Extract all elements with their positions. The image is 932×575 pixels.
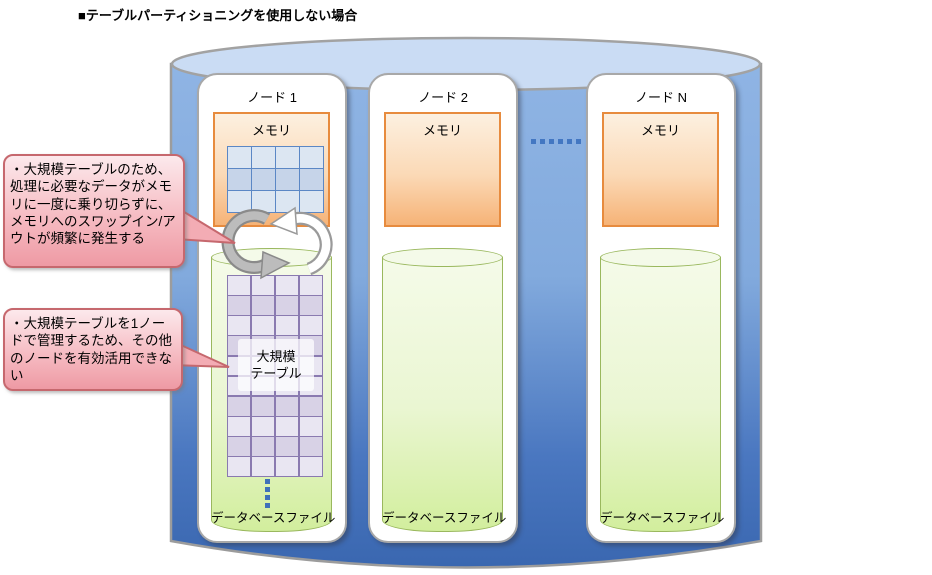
- cylinder-body: [600, 257, 721, 532]
- node-n: ノード N メモリ データベースファイル: [586, 73, 736, 543]
- node-n-database-cylinder: データベースファイル: [600, 248, 725, 532]
- vertical-ellipsis-icon: [265, 479, 270, 508]
- node-2-label: ノード 2: [418, 90, 468, 105]
- node-2-database-cylinder: データベースファイル: [382, 248, 507, 532]
- cylinder-body: [382, 257, 503, 532]
- memory-label: メモリ: [422, 123, 462, 138]
- memory-label: メモリ: [640, 123, 680, 138]
- callout-swap-warning: ・大規模テーブルのため、処理に必要なデータがメモリに一度に乗り切らずに、メモリへ…: [3, 154, 185, 268]
- cylinder-top: [382, 248, 503, 267]
- page-title: ■テーブルパーティショニングを使用しない場合: [78, 8, 358, 23]
- database-file-label: データベースファイル: [600, 511, 725, 525]
- database-file-label: データベースファイル: [211, 511, 336, 525]
- node-1-label: ノード 1: [247, 90, 297, 105]
- ellipsis-icon: [531, 139, 581, 144]
- node-n-label: ノード N: [634, 90, 687, 105]
- cylinder-top: [600, 248, 721, 267]
- node-n-memory-box: メモリ: [602, 112, 719, 227]
- memory-label: メモリ: [251, 123, 291, 138]
- cylinder-top: [211, 248, 332, 267]
- node-2-memory-box: メモリ: [384, 112, 501, 227]
- memory-data-grid: [227, 146, 324, 213]
- node-2: ノード 2 メモリ データベースファイル: [368, 73, 518, 543]
- callout-utilization-warning: ・大規模テーブルを1ノードで管理するため、その他のノードを有効活用できない: [3, 308, 183, 392]
- node-1: ノード 1 メモリ データベースファイル 大規模 テーブル: [197, 73, 347, 543]
- large-table-label: 大規模 テーブル: [238, 339, 314, 391]
- database-file-label: データベースファイル: [382, 511, 507, 525]
